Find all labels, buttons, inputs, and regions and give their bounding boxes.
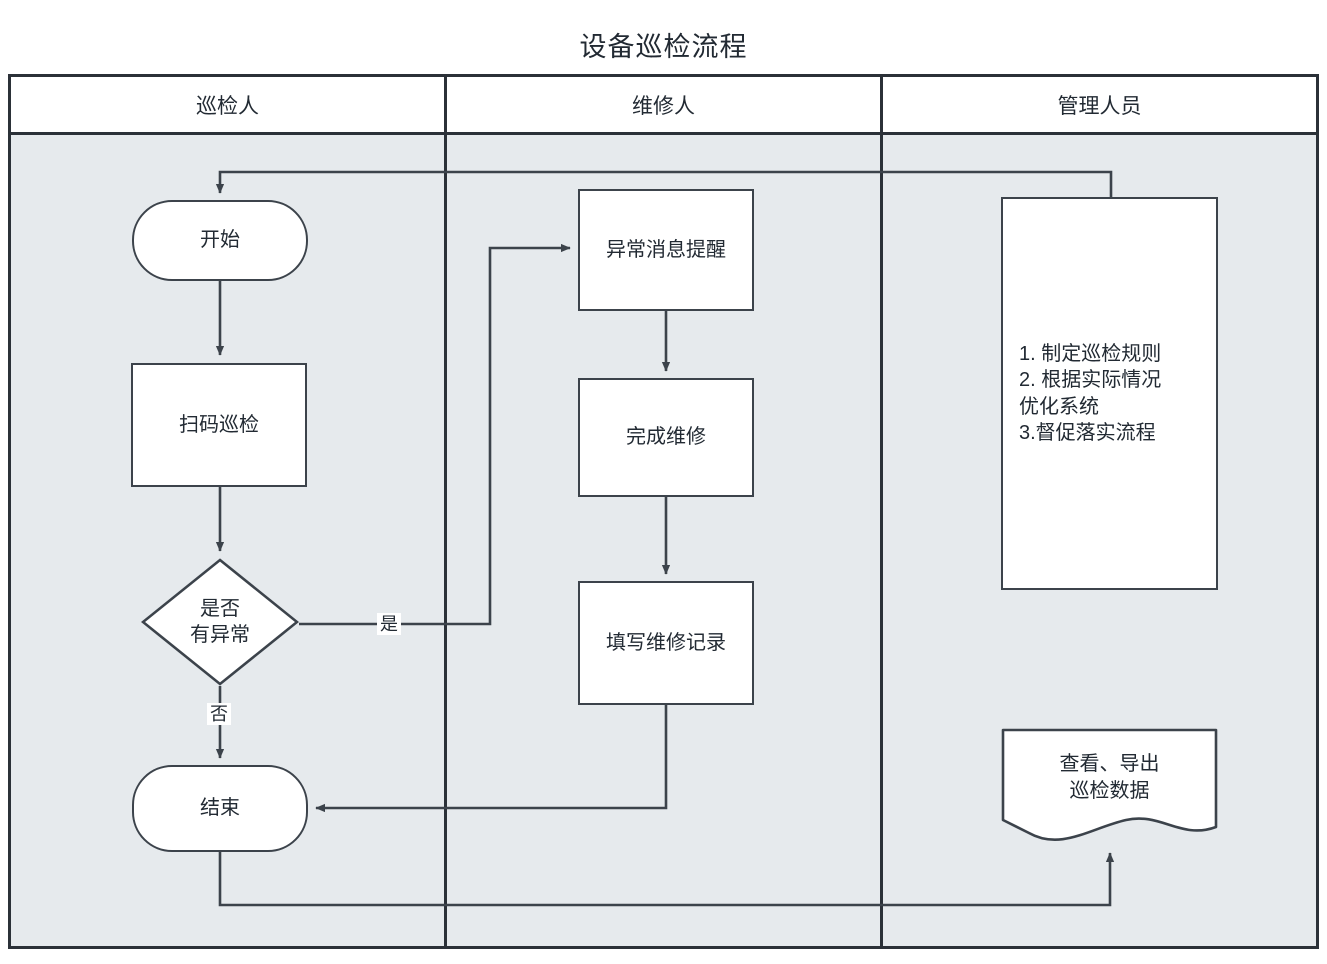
node-management-tasks-label: 1. 制定巡检规则 2. 根据实际情况 优化系统 3.督促落实流程 (1019, 342, 1162, 444)
node-end[interactable]: 结束 (132, 765, 308, 852)
node-abnormal-alert[interactable]: 异常消息提醒 (578, 189, 754, 311)
node-decision-abnormal-label: 是否 有异常 (190, 598, 250, 646)
node-management-tasks[interactable]: 1. 制定巡检规则 2. 根据实际情况 优化系统 3.督促落实流程 (1001, 197, 1218, 590)
edge-label-no: 否 (207, 703, 231, 725)
lane-header-manager: 管理人员 (880, 77, 1316, 135)
node-fill-repair-record[interactable]: 填写维修记录 (578, 581, 754, 705)
node-scan-inspection[interactable]: 扫码巡检 (131, 363, 307, 487)
diagram-title: 设备巡检流程 (8, 15, 1319, 77)
lane-header-inspector: 巡检人 (11, 77, 444, 135)
node-view-export-data[interactable]: 查看、导出 巡检数据 (1001, 728, 1218, 853)
node-decision-abnormal[interactable]: 是否 有异常 (141, 558, 299, 686)
lane-divider-2 (880, 135, 883, 946)
node-start[interactable]: 开始 (132, 200, 308, 281)
node-view-export-data-label: 查看、导出 巡检数据 (1059, 753, 1160, 802)
lane-divider-1 (444, 135, 447, 946)
document-shape-icon (1001, 728, 1218, 842)
edge-label-yes: 是 (377, 613, 401, 635)
node-finish-repair[interactable]: 完成维修 (578, 378, 754, 497)
lane-header-repairer: 维修人 (444, 77, 880, 135)
